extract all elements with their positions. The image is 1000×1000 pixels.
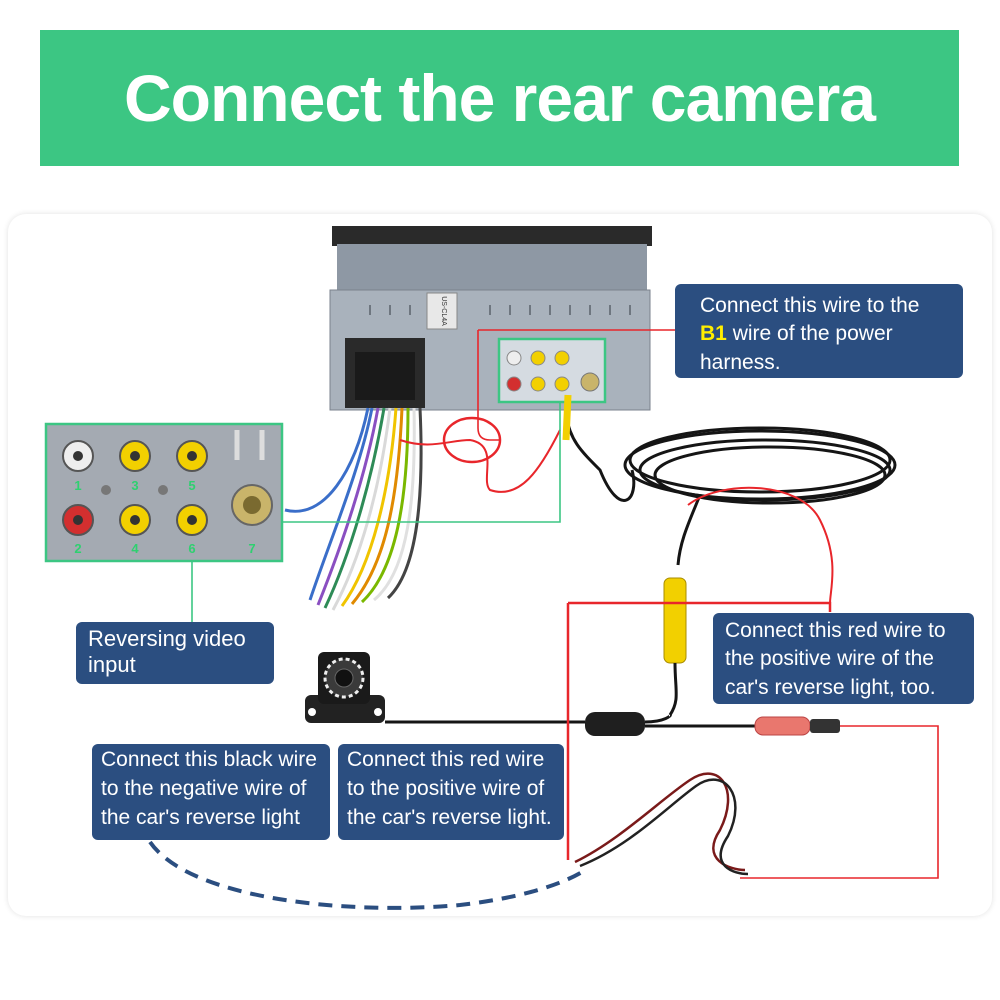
callout-red-line1: Connect this red wire bbox=[347, 748, 545, 771]
b1-wire-leader bbox=[477, 330, 500, 441]
callout-black-line2: to the negative wire of bbox=[101, 776, 307, 800]
b1-wire-highlight-circle bbox=[442, 416, 502, 464]
rca-video-connector bbox=[663, 577, 687, 664]
harness-wires bbox=[284, 407, 423, 611]
callout-red-too-line3: car's reverse light, too. bbox=[725, 675, 936, 699]
rear-camera bbox=[305, 652, 385, 723]
callout-b1-line1: Connect this wire to the bbox=[700, 294, 920, 317]
jack-number-1: 1 bbox=[74, 478, 81, 493]
callout-red-wire-positive-too: Connect this red wire to the positive wi… bbox=[713, 613, 974, 704]
jack-number-6: 6 bbox=[188, 541, 195, 556]
callout-reversing-input: Reversing video input bbox=[76, 622, 274, 684]
jack-number-3: 3 bbox=[131, 478, 138, 493]
rca-jack-closeup: 1 3 5 2 4 6 7 bbox=[44, 422, 284, 563]
head-unit-model-label: US-CL4A bbox=[440, 296, 447, 326]
power-plug bbox=[754, 716, 811, 736]
callout-red-line3: the car's reverse light. bbox=[347, 805, 552, 829]
callout-red-line2: to the positive wire of bbox=[347, 776, 545, 800]
callout-reversing-line2: input bbox=[88, 652, 136, 678]
tail-wires bbox=[574, 772, 749, 876]
callout-red-too-line1: Connect this red wire to bbox=[725, 619, 946, 642]
jack-number-2: 2 bbox=[74, 541, 81, 556]
camera-cable-coil bbox=[564, 414, 897, 566]
jack-number-5: 5 bbox=[188, 478, 195, 493]
callout-black-wire: Connect this black wire to the negative … bbox=[92, 744, 330, 840]
callout-black-line3: the car's reverse light bbox=[101, 805, 300, 829]
jack-number-4: 4 bbox=[131, 541, 139, 556]
callout-red-too-line2: the positive wire of the bbox=[725, 647, 934, 671]
callout-reversing-line1: Reversing video bbox=[88, 626, 246, 651]
callout-red-wire-positive: Connect this red wire to the positive wi… bbox=[338, 744, 564, 840]
title-banner: Connect the rear camera bbox=[40, 30, 959, 166]
head-unit: US-CL4A bbox=[329, 226, 652, 411]
callout-b1-wire: Connect this wire to the B1 wire of the … bbox=[675, 284, 963, 378]
page-title: Connect the rear camera bbox=[124, 61, 876, 135]
callout-b1-line3: harness. bbox=[700, 350, 781, 374]
red-leader-lines bbox=[566, 601, 832, 860]
callout-b1-highlight: B1 bbox=[700, 322, 727, 346]
cable-splitter bbox=[585, 712, 645, 736]
callout-black-line1: Connect this black wire bbox=[101, 748, 317, 771]
callout-b1-line2: wire of the power bbox=[732, 322, 893, 346]
green-leader-lines bbox=[191, 402, 561, 622]
black-wire-leader bbox=[148, 840, 584, 910]
jack-number-7: 7 bbox=[248, 541, 255, 556]
